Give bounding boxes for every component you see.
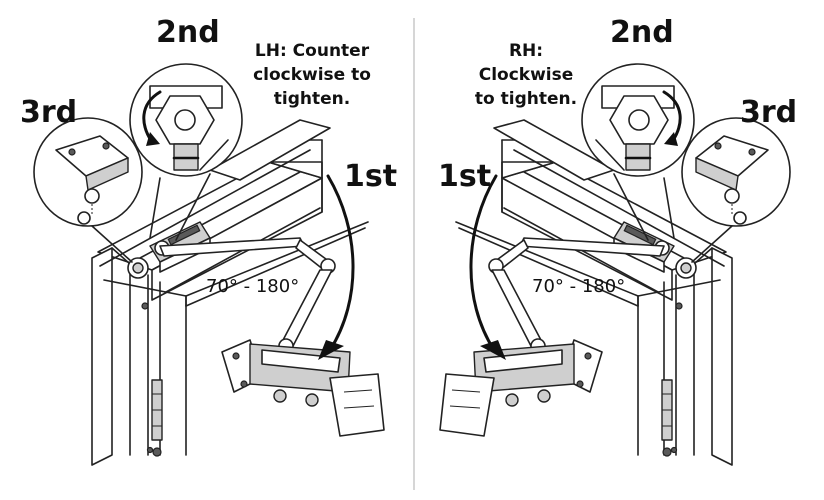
lh-step-1-label: 1st	[344, 159, 397, 194]
lh-step-3-label: 3rd	[20, 95, 77, 130]
rh-step-2-label: 2nd	[610, 15, 674, 50]
rh-step-3-label: 3rd	[740, 95, 797, 130]
lh-angle-label: 70° - 180°	[206, 276, 299, 297]
lh-note-line-1: LH: Counter	[255, 41, 370, 61]
lh-install	[32, 62, 386, 467]
rh-angle-label: 70° - 180°	[532, 276, 625, 297]
rh-note-line-1: RH:	[509, 41, 543, 61]
lh-note-line-3: tighten.	[274, 89, 350, 109]
rh-note-line-3: to tighten.	[475, 89, 577, 109]
rh-note-line-2: Clockwise	[479, 65, 574, 85]
rh-step-1-label: 1st	[438, 159, 491, 194]
lh-note-line-2: clockwise to	[253, 65, 371, 85]
rh-install	[438, 62, 792, 467]
lh-step-2-label: 2nd	[156, 15, 220, 50]
